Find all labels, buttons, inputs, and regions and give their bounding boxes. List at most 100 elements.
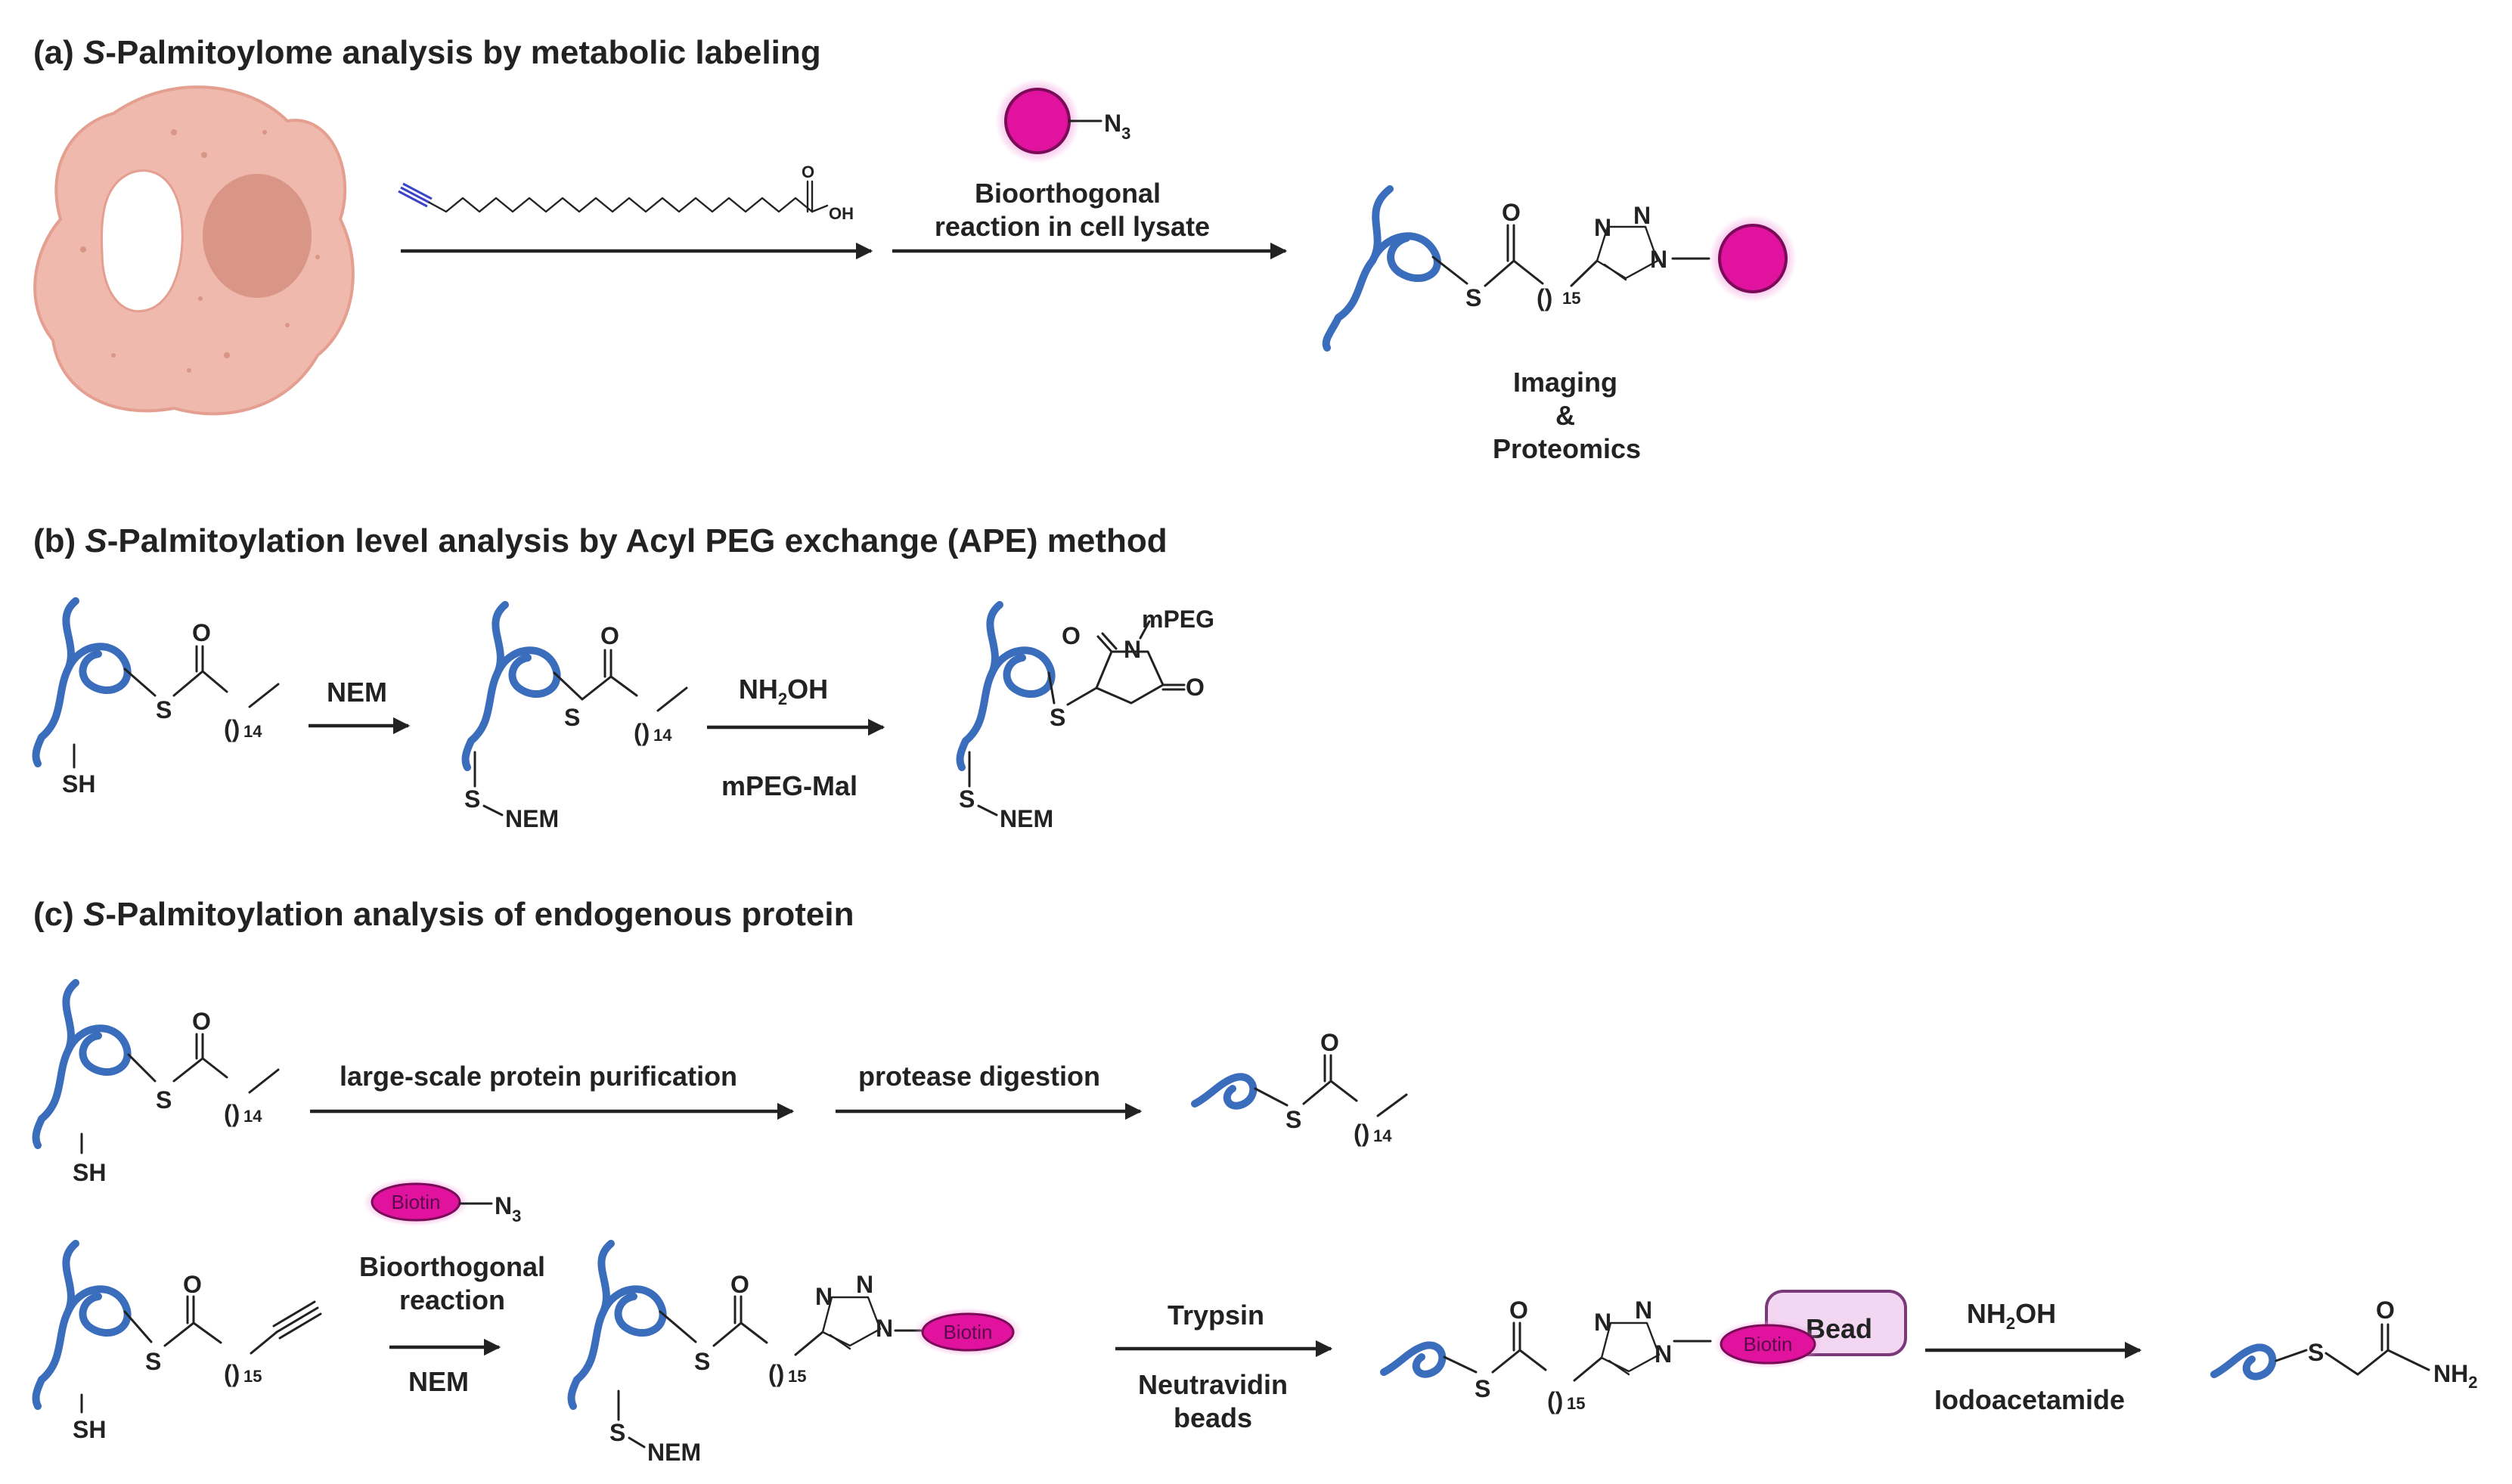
svg-text:O: O bbox=[600, 622, 619, 649]
svg-text:S: S bbox=[156, 1086, 172, 1114]
svg-text:(): () bbox=[224, 1100, 240, 1127]
svg-text:N3: N3 bbox=[1104, 110, 1130, 143]
svg-text:S: S bbox=[1465, 284, 1481, 311]
svg-text:O: O bbox=[1320, 1029, 1339, 1056]
svg-text:S: S bbox=[1285, 1106, 1301, 1133]
svg-text:(): () bbox=[1354, 1120, 1369, 1147]
svg-text:N: N bbox=[1650, 246, 1667, 273]
svg-text:O: O bbox=[1186, 674, 1205, 701]
svg-text:NEM: NEM bbox=[505, 805, 559, 832]
svg-text:14: 14 bbox=[653, 726, 672, 745]
svg-text:O: O bbox=[192, 619, 211, 646]
svg-text:S: S bbox=[609, 1419, 625, 1446]
reaction-label-line2: reaction in cell lysate bbox=[935, 211, 1210, 242]
svg-text:S: S bbox=[959, 785, 975, 813]
step-protease-digestion: protease digestion bbox=[858, 1061, 1100, 1092]
svg-text:S: S bbox=[1475, 1375, 1490, 1402]
svg-text:14: 14 bbox=[243, 1107, 262, 1126]
acid-oxygen: O bbox=[802, 163, 814, 181]
azide-tag-reagent: N3 bbox=[995, 79, 1130, 163]
svg-text:NEM: NEM bbox=[647, 1439, 701, 1466]
svg-text:15: 15 bbox=[788, 1367, 806, 1386]
svg-text:O: O bbox=[1502, 199, 1521, 226]
readout-imaging: Imaging bbox=[1513, 367, 1617, 398]
carbamidomethylated-peptide: S O NH2 bbox=[2210, 1297, 2477, 1392]
svg-text:15: 15 bbox=[243, 1367, 262, 1386]
step-bioorthogonal-line1: Bioorthogonal bbox=[359, 1251, 545, 1282]
svg-text:N: N bbox=[1594, 214, 1611, 241]
protein-chain bbox=[1322, 185, 1441, 352]
readout-ampersand: & bbox=[1555, 400, 1575, 431]
svg-text:15: 15 bbox=[1562, 289, 1580, 308]
svg-text:mPEG: mPEG bbox=[1142, 606, 1214, 633]
svg-text:14: 14 bbox=[243, 722, 262, 741]
step-hydroxylamine-c: NH2OH bbox=[1967, 1298, 2056, 1333]
step-nem: NEM bbox=[327, 677, 387, 708]
bead-bound-peptide: S O () 15 N N N Bead Biotin bbox=[1380, 1290, 1907, 1414]
step-bioorthogonal-line2: reaction bbox=[399, 1284, 505, 1315]
svg-text:14: 14 bbox=[1373, 1126, 1392, 1145]
step-nem-c: NEM bbox=[408, 1366, 469, 1397]
mpeg-labeled-protein-b3: S NEM S O N O mPEG bbox=[956, 601, 1214, 832]
step-protein-purification: large-scale protein purification bbox=[340, 1061, 737, 1092]
svg-text:Biotin: Biotin bbox=[943, 1321, 992, 1343]
svg-text:NEM: NEM bbox=[1000, 805, 1053, 832]
amide-nh2: NH2 bbox=[2433, 1360, 2477, 1392]
svg-text:N: N bbox=[1124, 636, 1141, 663]
palmitoylated-protein-c1: SH S O () 14 bbox=[32, 979, 280, 1186]
panel-b-title: (b) S-Palmitoylation level analysis by A… bbox=[33, 522, 1168, 559]
svg-text:(): () bbox=[768, 1360, 784, 1387]
svg-text:S: S bbox=[156, 696, 172, 723]
svg-text:Biotin: Biotin bbox=[391, 1191, 440, 1213]
svg-text:(): () bbox=[634, 719, 650, 746]
svg-text:N: N bbox=[1635, 1297, 1652, 1324]
palmitoylated-protein-b1: SH S O () 14 bbox=[32, 597, 280, 798]
step-hydroxylamine: NH2OH bbox=[739, 674, 828, 708]
svg-text:N: N bbox=[876, 1315, 893, 1342]
svg-text:S: S bbox=[694, 1348, 710, 1375]
svg-text:S: S bbox=[564, 704, 580, 731]
biotinylated-protein: S NEM S O () 15 N N N Biotin bbox=[567, 1240, 1022, 1466]
svg-text:SH: SH bbox=[73, 1159, 106, 1186]
svg-text:N: N bbox=[1633, 202, 1651, 229]
step-iodoacetamide: Iodoacetamide bbox=[1934, 1384, 2125, 1415]
cell-illustration bbox=[33, 85, 355, 416]
svg-text:N: N bbox=[1594, 1309, 1611, 1336]
svg-text:SH: SH bbox=[62, 770, 95, 798]
svg-text:S: S bbox=[464, 785, 480, 813]
acid-oh: OH bbox=[829, 204, 854, 223]
svg-text:N: N bbox=[815, 1283, 833, 1310]
svg-text:N: N bbox=[1655, 1340, 1672, 1368]
svg-text:O: O bbox=[183, 1271, 202, 1298]
nem-blocked-protein-b2: S NEM S O () 14 bbox=[461, 601, 688, 832]
step-mpeg-mal: mPEG-Mal bbox=[721, 770, 857, 801]
labeled-protein-product: S O () 15 N N N bbox=[1322, 185, 1797, 352]
alkyne-labeled-protein: SH S O () 15 bbox=[32, 1240, 322, 1443]
svg-text:(): () bbox=[224, 1360, 240, 1387]
svg-text:(): () bbox=[1547, 1387, 1563, 1414]
reaction-label-line1: Bioorthogonal bbox=[975, 178, 1161, 209]
step-beads: beads bbox=[1174, 1402, 1252, 1433]
readout-proteomics: Proteomics bbox=[1493, 433, 1641, 464]
svg-text:O: O bbox=[192, 1008, 211, 1035]
svg-text:N3: N3 bbox=[495, 1192, 521, 1225]
svg-text:O: O bbox=[2376, 1297, 2395, 1324]
panel-c-title: (c) S-Palmitoylation analysis of endogen… bbox=[33, 896, 854, 933]
alkyne-fatty-acid-probe: O OH bbox=[398, 163, 854, 223]
svg-text:S: S bbox=[2308, 1339, 2324, 1366]
svg-text:(): () bbox=[1537, 284, 1552, 311]
svg-text:S: S bbox=[1050, 704, 1065, 731]
svg-text:15: 15 bbox=[1567, 1394, 1585, 1413]
svg-text:(): () bbox=[224, 715, 240, 742]
svg-text:O: O bbox=[730, 1271, 749, 1298]
svg-text:O: O bbox=[1062, 622, 1081, 649]
svg-text:Biotin: Biotin bbox=[1743, 1333, 1792, 1355]
step-neutravidin: Neutravidin bbox=[1138, 1369, 1288, 1400]
svg-text:SH: SH bbox=[73, 1416, 106, 1443]
biotin-azide-reagent: Biotin N3 bbox=[363, 1178, 521, 1226]
palmitoylated-peptide: S O () 14 bbox=[1191, 1029, 1408, 1147]
svg-text:O: O bbox=[1509, 1297, 1528, 1324]
svg-text:N: N bbox=[856, 1271, 873, 1298]
svg-text:S: S bbox=[145, 1348, 161, 1375]
